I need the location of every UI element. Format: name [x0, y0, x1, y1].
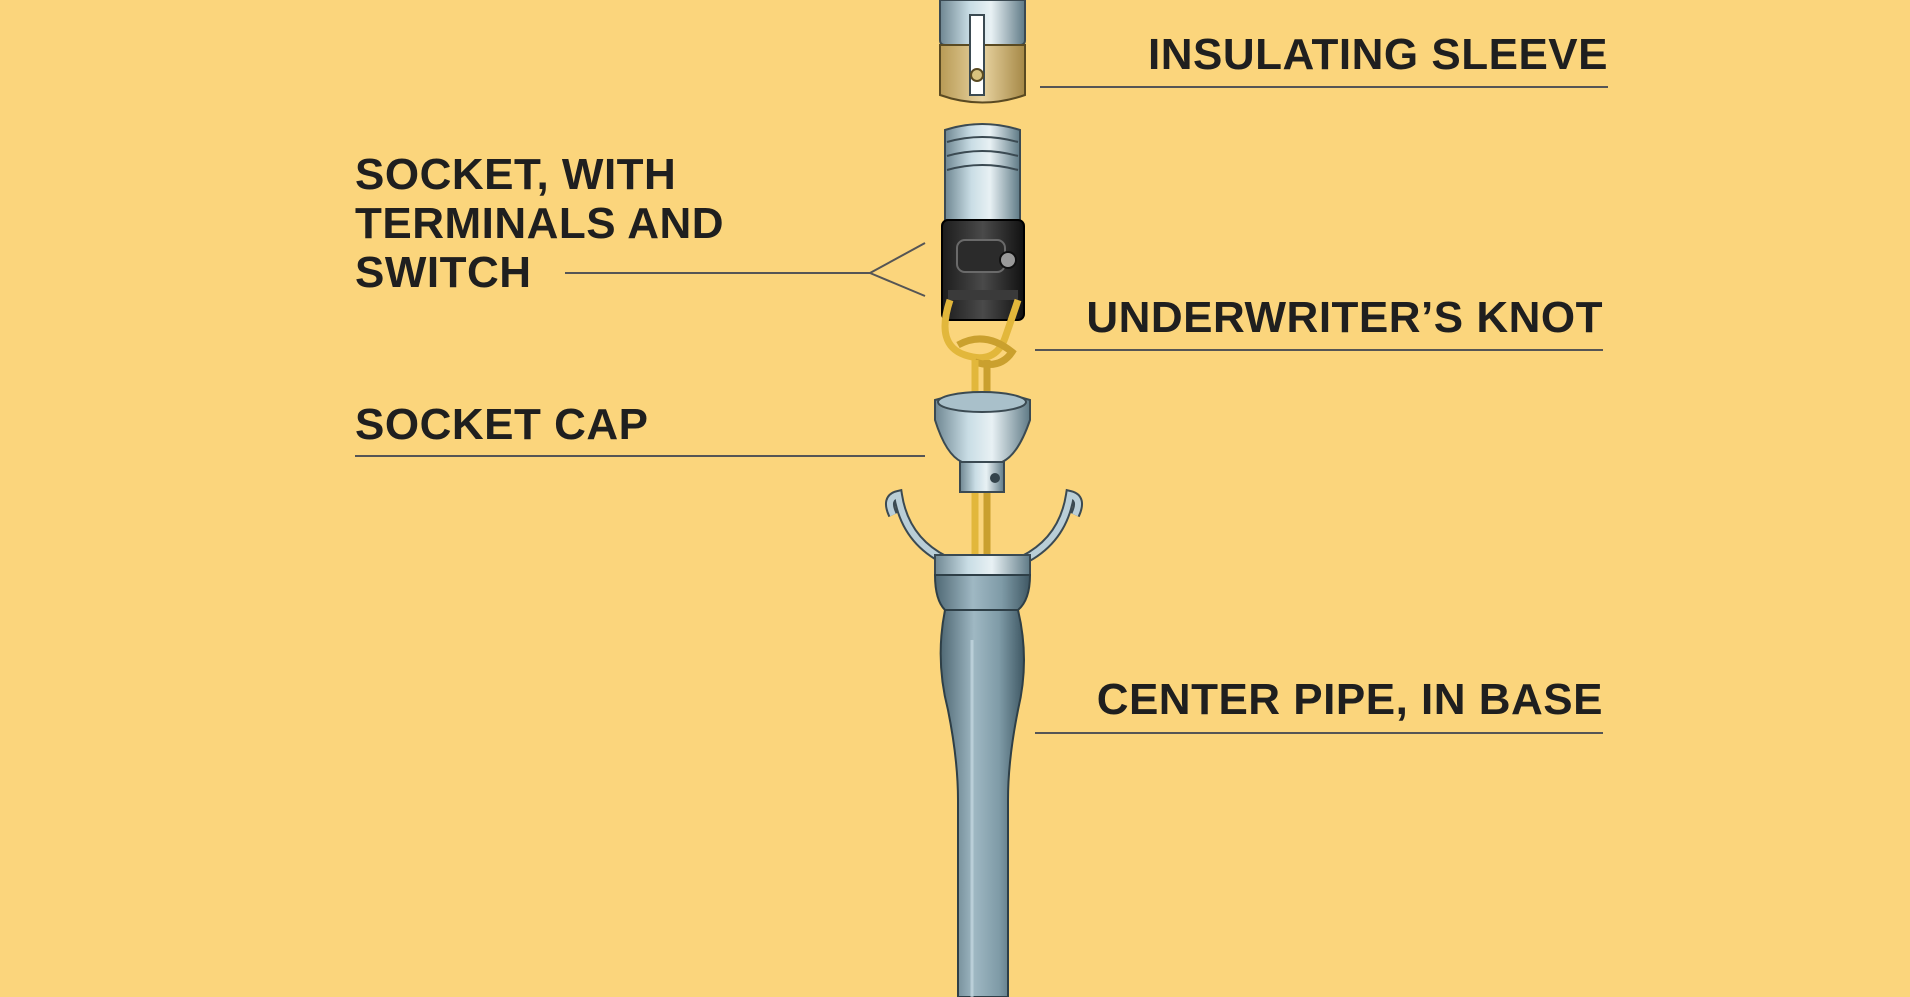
label-insulating-sleeve: INSULATING SLEEVE: [1148, 30, 1608, 79]
label-socket-with-terminals-and-switch: SOCKET, WITH TERMINALS AND SWITCH: [355, 150, 725, 297]
socket-cap-illustration: [934, 391, 1031, 493]
label-underwriters-knot: UNDERWRITER’S KNOT: [1086, 293, 1603, 342]
insulating-sleeve-illustration: [939, 0, 1026, 104]
center-pipe-illustration: [933, 574, 1032, 997]
label-socket-cap: SOCKET CAP: [355, 400, 649, 449]
label-center-pipe-in-base: CENTER PIPE, IN BASE: [1096, 675, 1603, 724]
leader-lines: [355, 86, 1608, 734]
socket-illustration: [941, 123, 1025, 321]
